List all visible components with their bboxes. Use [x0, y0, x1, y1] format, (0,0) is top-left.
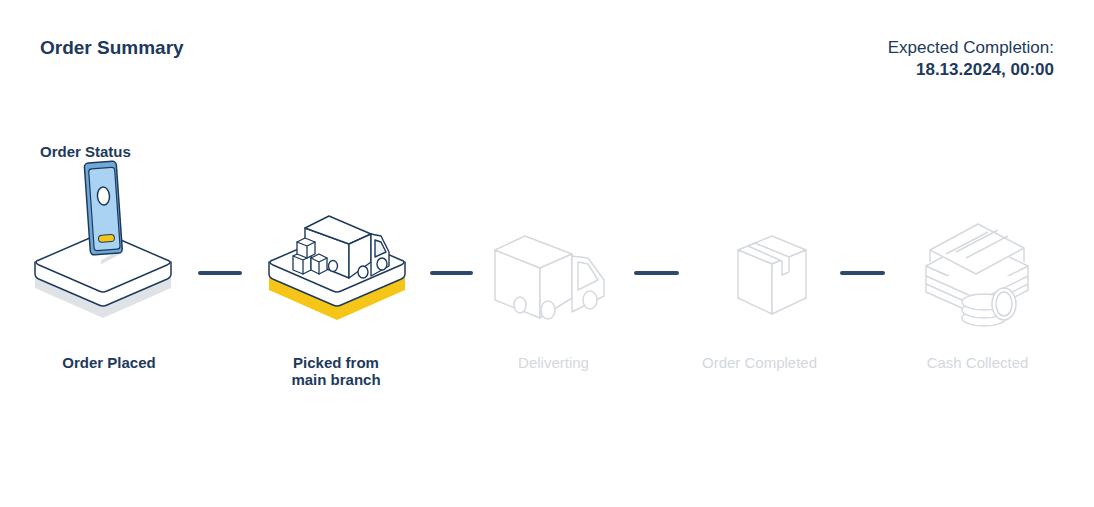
- connector-line: [842, 271, 883, 275]
- step-connector: [432, 273, 471, 274]
- step-label: Deliverting: [479, 354, 629, 371]
- step-label: Cash Collected: [893, 354, 1063, 371]
- status-step: Order Placed: [20, 185, 198, 400]
- platform-picked: [269, 216, 405, 320]
- page-title: Order Summary: [40, 37, 184, 59]
- completion-caption: Expected Completion:: [888, 38, 1054, 58]
- connector-line: [432, 271, 471, 275]
- truck-icon: [495, 236, 604, 319]
- step-label: Picked from main branch: [281, 354, 391, 388]
- platform-placed: [35, 161, 171, 318]
- step-connector: [842, 273, 883, 274]
- section-heading: Order Status: [40, 143, 131, 160]
- step-label: Order Completed: [682, 354, 837, 371]
- completion-date: 18.13.2024, 00:00: [916, 60, 1054, 80]
- step-connector: [636, 273, 677, 274]
- step-connector: [200, 273, 240, 274]
- status-step: Cash Collected: [885, 185, 1070, 400]
- connector-line: [636, 271, 677, 275]
- step-label: Order Placed: [29, 354, 189, 371]
- status-step: Picked from main branch: [242, 185, 430, 400]
- cash-icon: [926, 224, 1028, 326]
- status-step: Deliverting: [473, 185, 634, 400]
- status-step: Order Completed: [679, 185, 840, 400]
- connector-line: [200, 271, 240, 275]
- package-icon: [738, 236, 806, 314]
